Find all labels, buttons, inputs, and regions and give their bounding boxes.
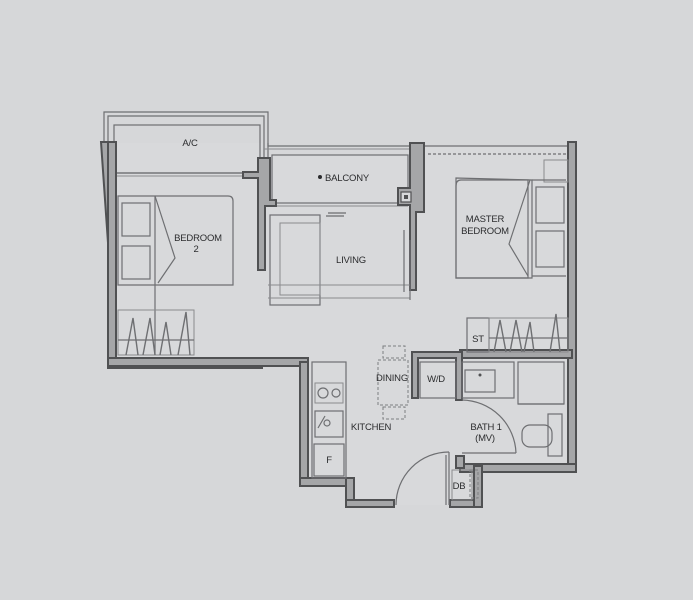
label-bath1-line2: (MV): [475, 433, 495, 444]
label-living: LIVING: [336, 255, 366, 266]
label-db: DB: [453, 481, 466, 492]
entrance-door: [395, 451, 450, 506]
label-bedroom2-line1: BEDROOM: [174, 233, 222, 244]
label-master-line1: MASTER: [466, 214, 505, 225]
kitchen-counter: [311, 361, 347, 479]
living-furniture: [268, 212, 411, 306]
bedroom2-furniture: [117, 195, 234, 356]
db-box: [451, 469, 479, 501]
balcony-frame: [264, 143, 576, 207]
room-labels: A/C BEDROOM 2 BALCONY LIVING MASTER BEDR…: [174, 138, 509, 492]
label-kitchen: KITCHEN: [351, 422, 392, 433]
dining-table: [377, 345, 409, 420]
label-st: ST: [472, 334, 484, 345]
label-dining: DINING: [376, 373, 408, 384]
label-wd: W/D: [427, 374, 445, 385]
label-fridge: F: [326, 455, 332, 466]
balcony-marker-icon: [318, 175, 322, 179]
label-master-line2: BEDROOM: [461, 226, 509, 237]
bathroom-fixtures: [461, 361, 565, 457]
label-bedroom2-line2: 2: [193, 244, 198, 255]
label-bath1-line1: BATH 1: [470, 422, 501, 433]
washer-dryer: [419, 361, 457, 399]
label-balcony: BALCONY: [325, 173, 370, 184]
label-ac: A/C: [182, 138, 198, 149]
master-furniture: [455, 159, 569, 353]
